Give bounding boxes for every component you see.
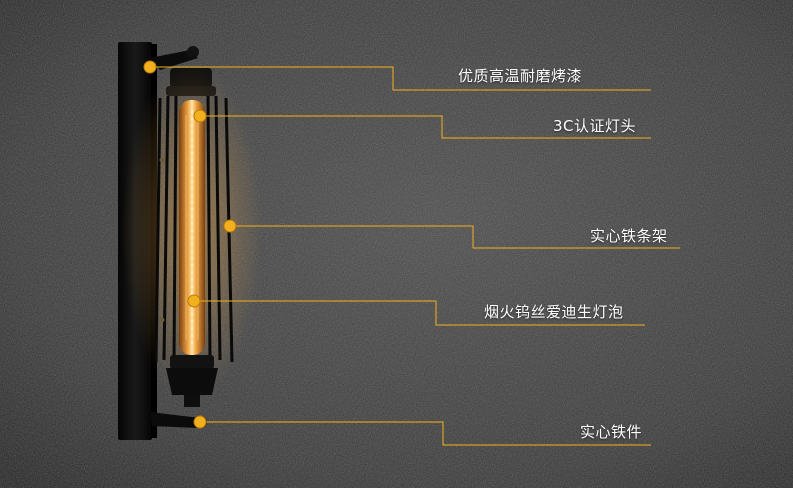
callout-dot-4 (187, 294, 201, 308)
iron-cage (154, 95, 234, 363)
callout-dot-5 (193, 415, 207, 429)
callout-line-3 (230, 225, 680, 249)
callout-dot-2 (193, 109, 207, 123)
callout-label-1: 优质高温耐磨烤漆 (458, 67, 583, 85)
callout-line-1 (150, 66, 651, 91)
callout-line-5 (200, 421, 651, 446)
wall-lamp (118, 42, 262, 440)
callout-label-4: 烟火钨丝爱迪生灯泡 (484, 303, 624, 321)
callout-label-5: 实心铁件 (580, 423, 643, 441)
callout-dot-1 (143, 60, 157, 74)
callout-dots (143, 60, 237, 429)
edison-bulb (179, 100, 205, 355)
callout-dot-3 (223, 219, 237, 233)
lamp-bottom-arm (150, 412, 200, 428)
callout-line-4 (194, 300, 645, 326)
callout-label-2: 3C认证灯头 (553, 117, 637, 135)
callout-line-2 (200, 115, 651, 139)
lamp-socket (170, 355, 214, 369)
lamp-top-arm (150, 50, 198, 70)
callout-lines (150, 66, 680, 446)
callout-label-3: 实心铁条架 (590, 227, 668, 245)
